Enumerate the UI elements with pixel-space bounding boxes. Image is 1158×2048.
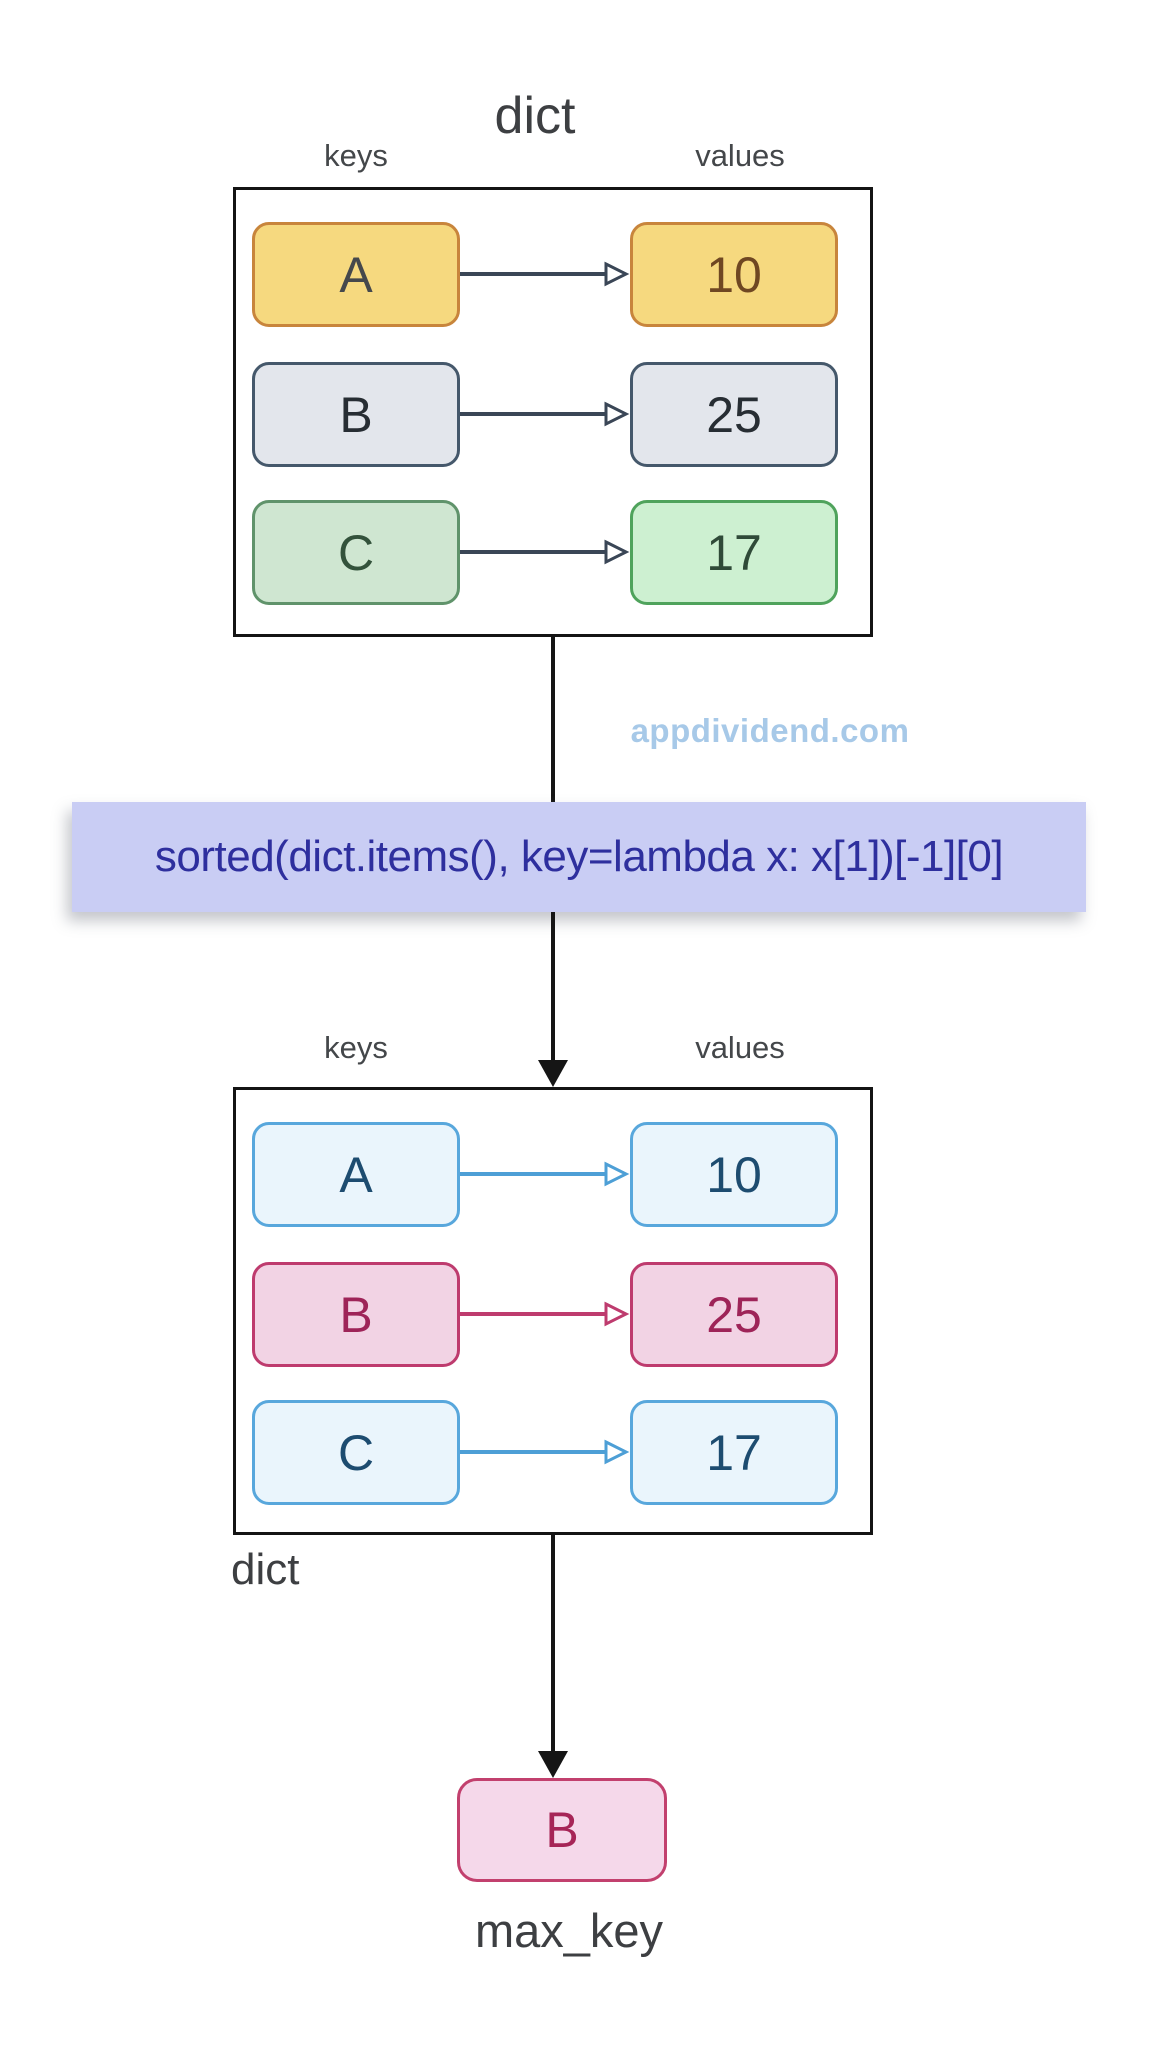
values-column-label-top: values	[695, 138, 785, 173]
key-node-b-sorted-highlighted: B	[252, 1262, 460, 1367]
value-node-17-top: 17	[630, 500, 838, 605]
key-node-a-sorted: A	[252, 1122, 460, 1227]
result-node-b: B	[457, 1778, 667, 1882]
code-expression-bar: sorted(dict.items(), key=lambda x: x[1])…	[72, 802, 1086, 912]
value-node-10-top: 10	[630, 222, 838, 327]
key-to-value-arrow	[460, 1439, 630, 1465]
arrowhead-down-icon	[538, 1751, 568, 1778]
watermark-text: appdividend.com	[630, 712, 910, 749]
key-node-c-top: C	[252, 500, 460, 605]
flow-line-dict-to-code	[551, 637, 555, 802]
arrowhead-down-icon	[538, 1060, 568, 1087]
sorted-dict-box: A 10 B 25 C 17	[233, 1087, 873, 1535]
code-expression-text: sorted(dict.items(), key=lambda x: x[1])…	[154, 832, 1004, 881]
top-dict-box: A 10 B 25 C 17	[233, 187, 873, 637]
sorted-dict-caption: dict	[231, 1545, 300, 1594]
key-node-a-top: A	[252, 222, 460, 327]
value-node-17-sorted: 17	[630, 1400, 838, 1505]
values-column-label-bottom: values	[695, 1030, 785, 1065]
key-to-value-arrow	[460, 539, 630, 565]
keys-column-label-top: keys	[324, 138, 388, 173]
value-node-25-top: 25	[630, 362, 838, 467]
value-node-25-sorted-highlighted: 25	[630, 1262, 838, 1367]
flow-line-code-to-sorted-dict	[551, 912, 555, 1061]
key-to-value-arrow	[460, 401, 630, 427]
top-dict-title: dict	[494, 87, 576, 145]
key-to-value-arrow	[460, 1301, 630, 1327]
key-node-b-top: B	[252, 362, 460, 467]
value-node-10-sorted: 10	[630, 1122, 838, 1227]
flow-line-sorted-dict-to-result	[551, 1535, 555, 1752]
result-label-max-key: max_key	[474, 1904, 664, 1957]
key-node-c-sorted: C	[252, 1400, 460, 1505]
key-to-value-arrow	[460, 261, 630, 287]
keys-column-label-bottom: keys	[324, 1030, 388, 1065]
key-to-value-arrow	[460, 1161, 630, 1187]
